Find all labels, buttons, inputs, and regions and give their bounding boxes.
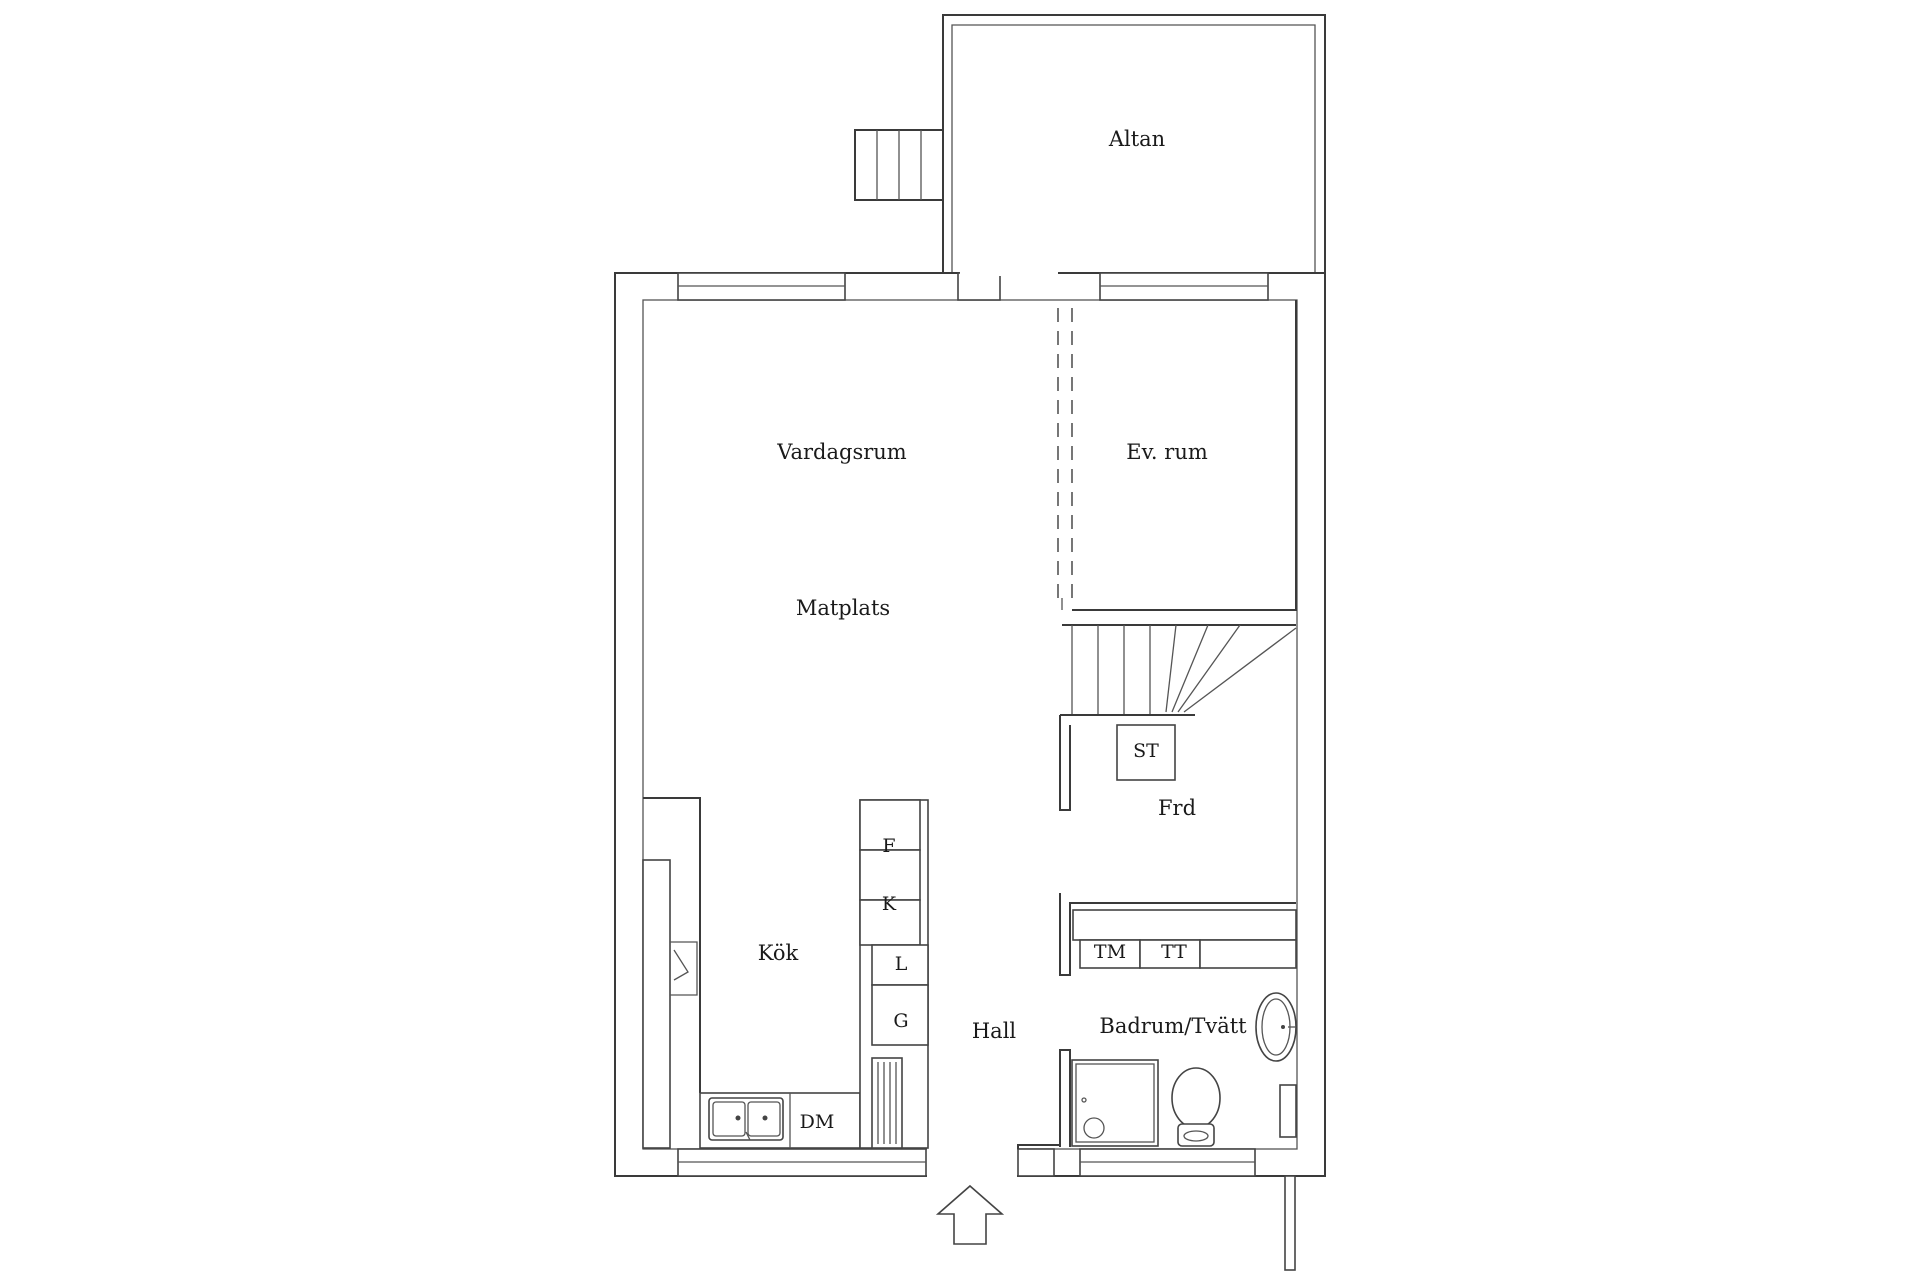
deck-steps [854,129,944,201]
room-label-frd: Frd [1158,796,1196,820]
appliance-label-st: ST [1133,740,1159,762]
toilet-icon [1171,1067,1221,1147]
appliance-label-dm: DM [800,1111,835,1133]
fence-post [1284,1175,1296,1271]
shower-icon [1071,1059,1159,1147]
appliance-label-g: G [893,1010,908,1032]
outer-walls [614,272,1326,1177]
room-label-ev-rum: Ev. rum [1126,440,1208,464]
ev-rum-walls [1057,300,1297,611]
bottom-windows [677,1147,1256,1178]
appliance-label-l: L [895,953,908,975]
washbasin-icon [1255,992,1297,1062]
top-windows [677,272,1269,301]
appliance-label-tt: TT [1161,941,1187,963]
room-label-badrum: Badrum/Tvätt [1099,1014,1247,1038]
bathroom-walls [1017,893,1297,1149]
stairs [1059,624,1297,811]
appliance-label-k: K [882,893,897,915]
entrance-arrow-icon [935,1184,1005,1245]
room-label-kok: Kök [758,941,799,965]
room-label-matplats: Matplats [796,596,890,620]
appliance-label-tm: TM [1094,941,1126,963]
room-label-vardagsrum: Vardagsrum [776,440,907,464]
appliance-label-f: F [882,835,895,857]
room-label-altan: Altan [1108,127,1165,151]
room-label-hall: Hall [972,1019,1017,1043]
double-sink-icon [708,1097,784,1141]
st-storage [1116,724,1176,781]
